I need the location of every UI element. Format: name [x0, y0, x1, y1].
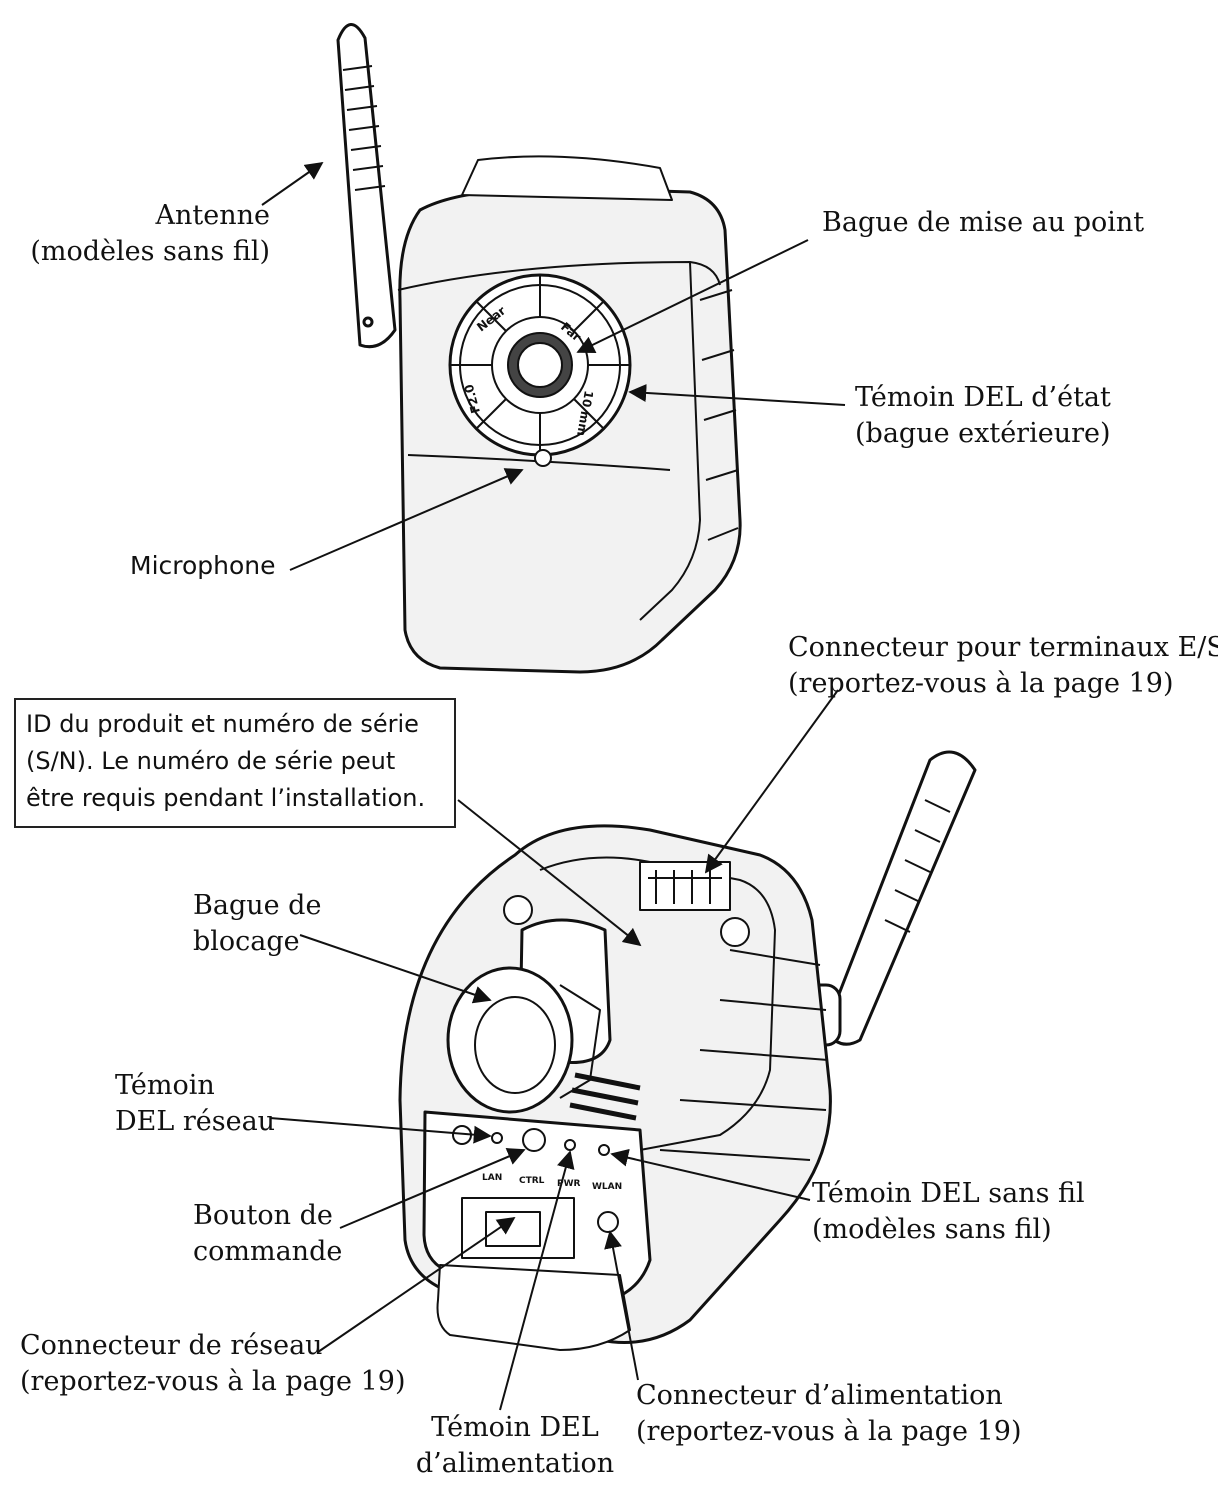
label-temoin-etat: Témoin DEL d’état(bague extérieure)	[855, 382, 1111, 449]
leader-control-button	[339, 1148, 526, 1229]
label-antenne: Antenne(modèles sans fil)	[30, 200, 270, 267]
port-label-ctrl: CTRL	[519, 1176, 545, 1186]
port-label-pwr: PWR	[557, 1179, 581, 1189]
port-labels: LAN CTRL PWR WLAN	[482, 1173, 622, 1192]
label-microphone: Microphone	[130, 551, 276, 580]
microphone-hole	[534, 449, 552, 467]
network-led	[491, 1132, 503, 1144]
io-terminal-block	[639, 861, 731, 911]
front-antenna	[336, 23, 397, 349]
label-connecteur-alimentation: Connecteur d’alimentation(reportez-vous …	[636, 1380, 1022, 1447]
leader-wireless-led	[610, 1148, 811, 1201]
leader-network-led	[269, 1117, 492, 1144]
power-connector	[597, 1211, 619, 1233]
front-view-camera	[336, 23, 742, 674]
label-bague-mise-au-point: Bague de mise au point	[822, 207, 1145, 238]
leader-network-connector	[317, 1216, 516, 1353]
port-label-wlan: WLAN	[592, 1182, 622, 1192]
control-button	[522, 1128, 546, 1152]
port-label-lan: LAN	[482, 1173, 502, 1183]
leader-status-led	[628, 383, 846, 406]
label-temoin-sans-fil: Témoin DEL sans fil(modèles sans fil)	[812, 1178, 1085, 1245]
leader-antenna	[261, 161, 324, 206]
power-led	[564, 1139, 576, 1151]
leader-power-led	[499, 1150, 575, 1411]
label-connecteur-es: Connecteur pour terminaux E/S(reportez-v…	[788, 632, 1218, 699]
leader-focus-ring	[576, 239, 809, 353]
product-id-box: ID du produit et numéro de série(S/N). L…	[14, 698, 456, 828]
leader-microphone	[289, 468, 524, 571]
focus-ring	[448, 273, 632, 457]
wireless-led	[598, 1144, 610, 1156]
leader-product-id	[457, 799, 642, 947]
back-view-camera	[398, 750, 977, 1351]
lock-ring-assembly	[446, 918, 612, 1114]
leader-io-connector	[704, 689, 839, 874]
leader-power-connector	[604, 1230, 639, 1381]
leader-lock-ring	[299, 934, 492, 1004]
callout-leaders	[261, 161, 846, 1411]
label-connecteur-reseau: Connecteur de réseau(reportez-vous à la …	[20, 1330, 406, 1397]
